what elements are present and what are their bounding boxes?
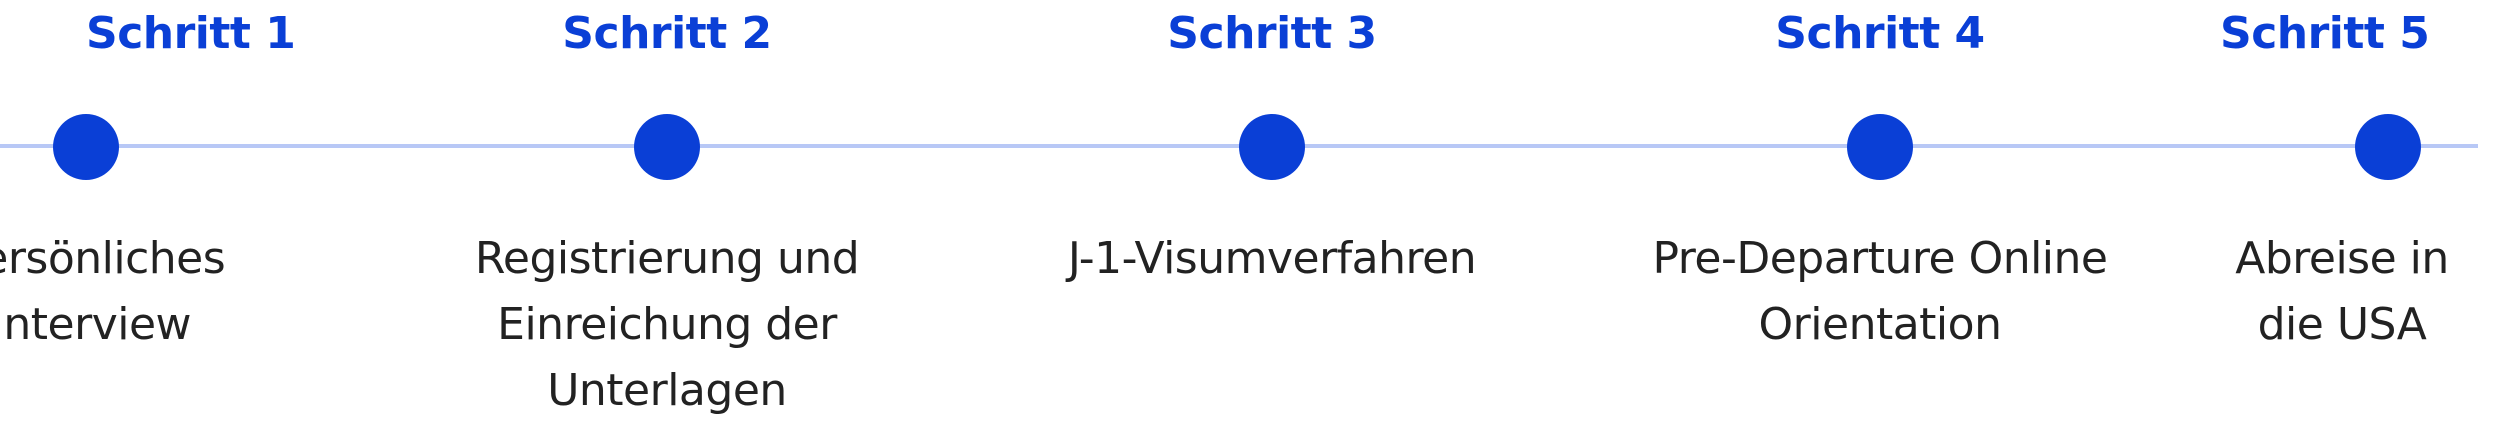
step-description-line: Persönliches: [0, 233, 226, 284]
step-description: J-1-Visumverfahren: [992, 226, 1552, 292]
step-marker-dot: [1239, 114, 1305, 180]
step-description-line: die USA: [2257, 299, 2427, 350]
timeline-step-1: Schritt 1 Persönliches Interview: [0, 0, 366, 424]
timeline-step-3: Schritt 3 J-1-Visumverfahren: [992, 0, 1552, 424]
step-description-line: Einreichung der: [497, 299, 837, 350]
step-description-line: Unterlagen: [547, 365, 787, 416]
step-description: Pre-Departure Online Orientation: [1600, 226, 2160, 358]
step-title: Schritt 4: [1775, 8, 1985, 59]
step-description-line: Registrierung und: [474, 233, 860, 284]
timeline-step-5: Schritt 5 Abreise in die USA: [2108, 0, 2495, 424]
step-marker-dot: [634, 114, 700, 180]
step-description: Abreise in die USA: [2212, 226, 2472, 358]
timeline-step-4: Schritt 4 Pre-Departure Online Orientati…: [1600, 0, 2160, 424]
step-marker-dot: [2355, 114, 2421, 180]
step-marker-dot: [53, 114, 119, 180]
step-marker-dot: [1847, 114, 1913, 180]
step-description-line: J-1-Visumverfahren: [1067, 233, 1477, 284]
step-title: Schritt 1: [86, 8, 296, 59]
step-description-line: Orientation: [1758, 299, 2002, 350]
step-title: Schritt 5: [2220, 8, 2430, 59]
step-description-line: Abreise in: [2235, 233, 2449, 284]
step-description-line: Interview: [0, 299, 192, 350]
step-description-line: Pre-Departure Online: [1652, 233, 2108, 284]
step-title: Schritt 2: [562, 8, 772, 59]
timeline-step-2: Schritt 2 Registrierung und Einreichung …: [387, 0, 947, 424]
step-description: Registrierung und Einreichung der Unterl…: [387, 226, 947, 424]
step-description: Persönliches Interview: [0, 226, 241, 358]
step-title: Schritt 3: [1167, 8, 1377, 59]
